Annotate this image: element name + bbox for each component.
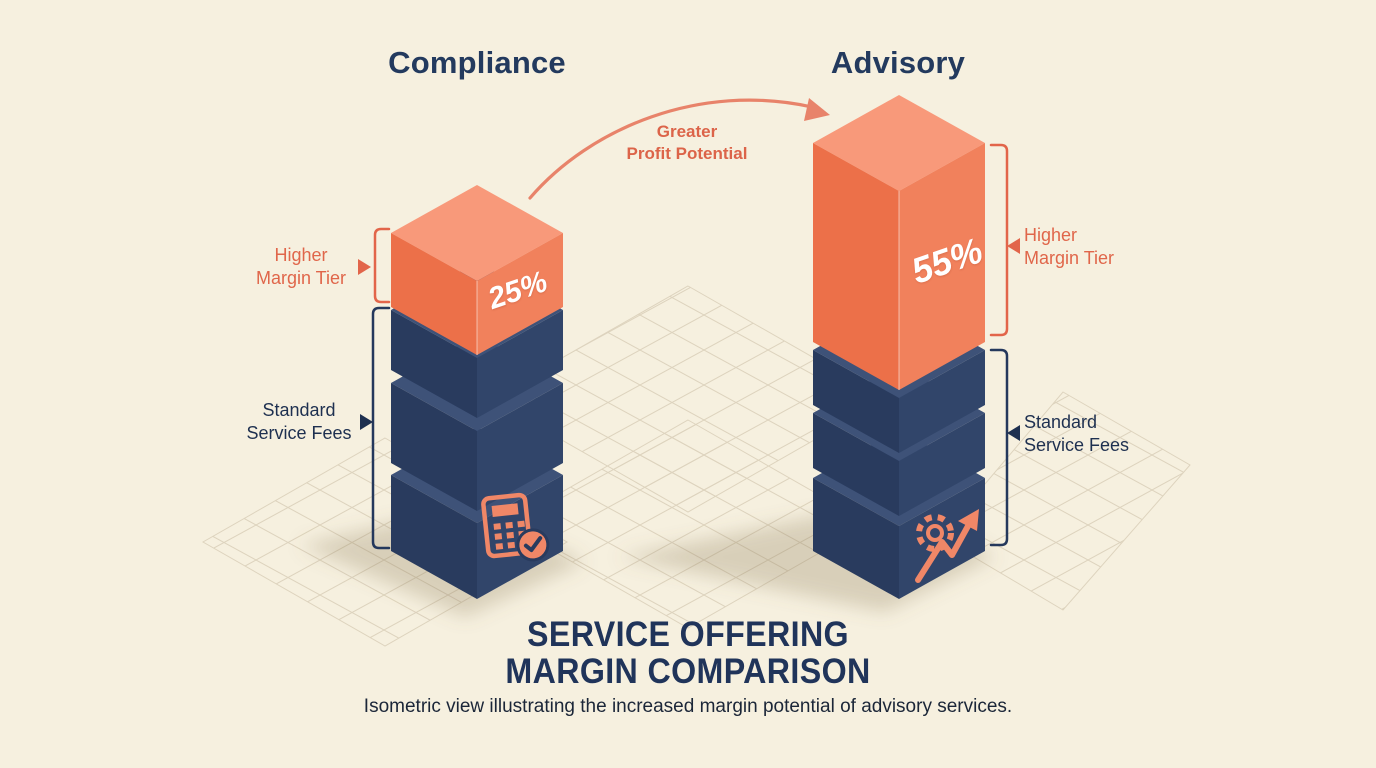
advisory-fees-pointer-icon xyxy=(1007,425,1020,441)
compliance-standard-fees-label: Standard Service Fees xyxy=(246,400,352,443)
gear-growth-arrow-icon xyxy=(915,509,979,583)
compliance-higher-margin-label: Higher Margin Tier xyxy=(255,245,347,288)
main-title-line1: SERVICE OFFERING xyxy=(527,615,849,654)
advisory-margin-pointer-icon xyxy=(1007,238,1020,254)
compliance-margin-bracket xyxy=(373,227,391,304)
advisory-column xyxy=(813,95,1020,599)
advisory-fees-bracket xyxy=(989,348,1009,547)
profit-arrow-icon xyxy=(528,98,830,200)
compliance-fees-bracket xyxy=(371,306,391,550)
compliance-column xyxy=(358,185,563,599)
profit-arrow-label: Greater Profit Potential xyxy=(626,122,748,163)
compliance-fees-pointer-icon xyxy=(360,414,373,430)
compliance-title: Compliance xyxy=(388,45,566,80)
subtitle: Isometric view illustrating the increase… xyxy=(363,696,1013,717)
advisory-standard-fees-label: Standard Service Fees xyxy=(1024,412,1130,455)
advisory-title: Advisory xyxy=(830,45,966,80)
compliance-margin-block xyxy=(391,185,563,355)
calculator-check-icon xyxy=(481,492,550,562)
advisory-margin-block xyxy=(813,95,985,390)
floor-grid xyxy=(201,285,1191,647)
advisory-margin-bracket xyxy=(989,143,1009,337)
advisory-higher-margin-label: Higher Margin Tier xyxy=(1024,225,1115,268)
compliance-margin-pointer-icon xyxy=(358,259,371,275)
main-title-line2: MARGIN COMPARISON xyxy=(505,652,871,691)
